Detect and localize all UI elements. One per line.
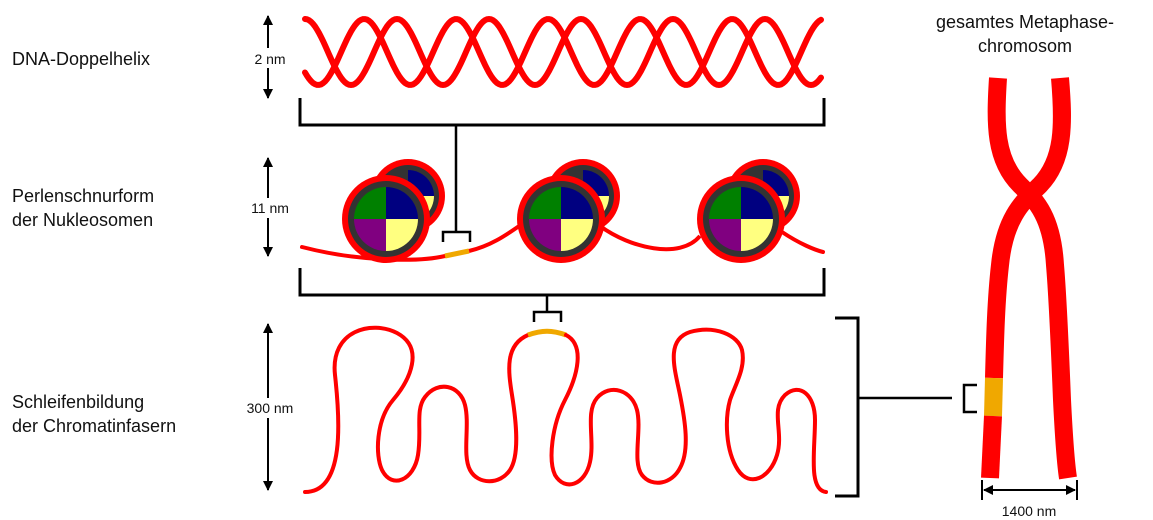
label-dna-helix: DNA-Doppelhelix <box>12 47 150 71</box>
bracket-helix-to-nucleosomes <box>298 98 826 242</box>
chromatin-loops <box>303 325 828 494</box>
label-chromatin-loops-line2: der Chromatinfasern <box>12 416 177 436</box>
scale-2nm: 2 nm <box>248 14 292 99</box>
linker-dna-3 <box>598 224 702 252</box>
scale-300nm: 300 nm <box>238 323 302 491</box>
nucleosome-3 <box>697 159 800 263</box>
nucleosome-1 <box>342 159 445 263</box>
chromatid-right <box>987 77 1077 480</box>
label-chromatin-loops-line1: Schleifenbildung <box>12 392 145 412</box>
label-nucleosomes-line2: der Nukleosomen <box>12 210 154 230</box>
scale-label-11nm: 11 nm <box>251 200 289 216</box>
scale-label-2nm: 2 nm <box>254 51 285 67</box>
label-nucleosomes-line1: Perlenschnurform <box>12 186 155 206</box>
loop-strand-left <box>303 325 530 494</box>
scale-label-300nm: 300 nm <box>247 400 294 416</box>
chromosome-highlight <box>984 377 1003 417</box>
label-chromatin-loops: Schleifenbildung der Chromatinfasern <box>12 390 176 438</box>
metaphase-chromosome <box>981 77 1077 480</box>
width-indicator: 1400 nm <box>981 480 1078 519</box>
scale-11nm: 11 nm <box>244 157 296 257</box>
chromatid-left-upper <box>985 77 1071 379</box>
linker-dna-4 <box>780 230 825 254</box>
loop-strand-right <box>549 327 828 494</box>
label-chromosome-line2: chromosom <box>977 36 1073 56</box>
bracket-loops-to-chromosome <box>835 316 977 498</box>
nucleosome-string <box>300 159 825 263</box>
dna-double-helix <box>302 15 824 89</box>
loop-highlight <box>527 328 567 338</box>
chromatid-left-lower <box>981 415 1002 479</box>
nucleosome-2 <box>517 159 620 263</box>
label-chromosome-line1: gesamtes Metaphase- <box>935 12 1115 32</box>
label-dna-helix-line1: DNA-Doppelhelix <box>12 49 151 69</box>
linker-dna-2 <box>468 222 524 253</box>
dna-strand-b <box>302 16 824 88</box>
width-label: 1400 nm <box>1002 503 1056 519</box>
linker-highlight <box>444 248 470 259</box>
label-metaphase-chromosome: gesamtes Metaphase- chromosom <box>914 10 1136 58</box>
bracket-nucleosomes-to-loops <box>298 268 826 322</box>
label-nucleosomes: Perlenschnurform der Nukleosomen <box>12 184 154 232</box>
